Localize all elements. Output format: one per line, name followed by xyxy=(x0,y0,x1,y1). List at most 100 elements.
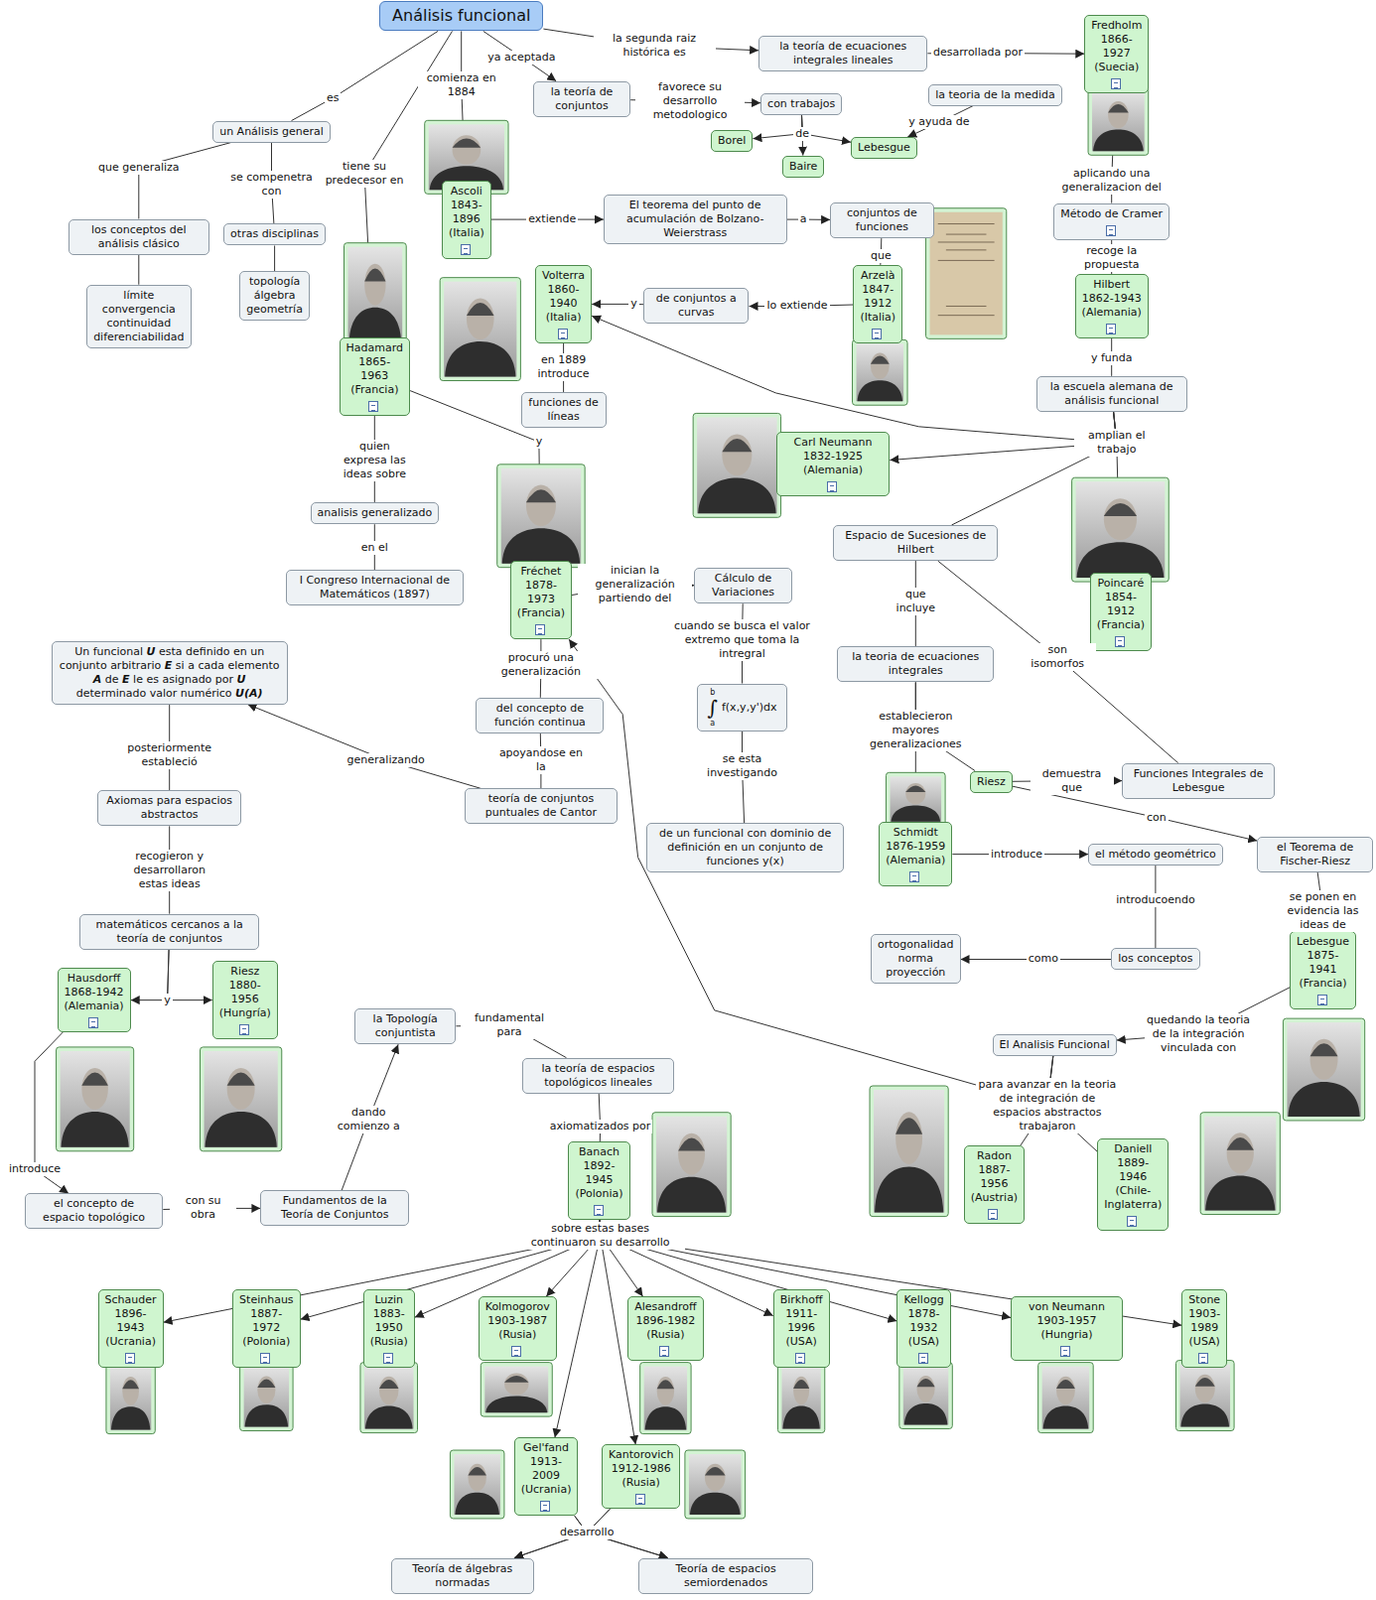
linking-phrase: lo extiende xyxy=(764,298,829,313)
photo-frame xyxy=(56,1047,135,1152)
portrait-photo xyxy=(652,1112,731,1218)
connector xyxy=(138,142,232,220)
node-text: funciones de líneas xyxy=(528,396,600,424)
node-text: El teorema del punto de acumulación de B… xyxy=(610,198,781,241)
photo-hair xyxy=(1310,1043,1339,1057)
photo-frame xyxy=(640,1363,691,1435)
portrait-photo xyxy=(106,1363,155,1435)
photo-hair xyxy=(526,489,556,503)
photo-ground xyxy=(244,1367,289,1428)
linking-phrase: favorece su desarrollo metodologico xyxy=(635,80,746,123)
person-box: Birkhoff 1911-1996 (USA) xyxy=(773,1289,830,1369)
concept-box: la teoria de la medida xyxy=(928,84,1063,107)
concept-box: I Congreso Internacional de Matemáticos … xyxy=(285,569,464,606)
concept-box: ortogonalidad norma proyección xyxy=(870,934,962,984)
photo-frame xyxy=(899,1363,953,1430)
concept-box: Teoría de álgebras normadas xyxy=(391,1558,535,1595)
node-text: Riesz 1880-1956 (Hungría) xyxy=(219,964,272,1021)
title-box: Análisis funcional xyxy=(379,0,544,31)
book-line xyxy=(938,314,995,316)
note-icon xyxy=(1126,1216,1137,1228)
concept-box: Fundamentos de la Teoría de Conjuntos xyxy=(260,1190,410,1227)
node-text: Gel'fand 1913-2009 (Ucrania) xyxy=(521,1441,572,1498)
linking-phrase: la segunda raiz histórica es xyxy=(593,31,716,60)
photo-ground xyxy=(1076,481,1166,578)
linking-phrase: desarrollo xyxy=(557,1525,616,1540)
node-text: Fredholm 1866-1927 (Suecia) xyxy=(1091,18,1142,75)
node-text: Alesandroff 1896-1982 (Rusia) xyxy=(634,1300,696,1343)
photo-face xyxy=(122,1376,139,1406)
photo-shoulders xyxy=(689,1493,741,1515)
portrait-photo xyxy=(449,1450,504,1519)
node-text: Análisis funcional xyxy=(392,5,531,26)
photo-frame xyxy=(885,772,946,826)
person-box: Arzelà 1847-1912 (Italia) xyxy=(852,265,903,344)
person-box: Schmidt 1876-1959 (Alemania) xyxy=(878,822,953,887)
photo-face xyxy=(1310,1039,1339,1081)
node-text: Cálculo de Variaciones xyxy=(700,571,785,600)
linking-phrase: tiene su predecesor en xyxy=(315,159,413,188)
book-page xyxy=(930,212,1003,336)
node-text: analisis generalizado xyxy=(317,506,433,521)
portrait-photo xyxy=(899,1363,953,1430)
portrait-photo xyxy=(497,464,585,568)
node-text: la teoria de ecuaciones integrales xyxy=(843,650,987,679)
node-text: Arzelà 1847-1912 (Italia) xyxy=(859,269,896,325)
linking-phrase: en 1889 introduce xyxy=(524,353,604,382)
photo-face xyxy=(1227,1132,1254,1174)
note-icon xyxy=(239,1024,250,1036)
photo-face xyxy=(793,1376,810,1405)
photo-face xyxy=(1056,1376,1076,1405)
note-icon xyxy=(635,1494,646,1506)
photo-ground xyxy=(688,1454,742,1515)
photo-hair xyxy=(1227,1137,1254,1151)
photo-hair xyxy=(793,1379,810,1389)
node-text: Hilbert 1862-1943 (Alemania) xyxy=(1082,277,1142,320)
node-text: el concepto de espacio topológico xyxy=(31,1197,156,1226)
photo-hair xyxy=(1103,503,1137,517)
photo-shoulders xyxy=(782,1406,820,1430)
node-text: Riesz xyxy=(976,775,1006,790)
photo-hair xyxy=(379,1379,400,1389)
concept-box: teoría de conjuntos puntuales de Cantor xyxy=(464,788,618,825)
linking-phrase: se ponen en evidencia las ideas de xyxy=(1273,890,1372,933)
photo-hair xyxy=(678,1137,705,1151)
portrait-photo xyxy=(685,1450,746,1519)
photo-face xyxy=(1107,101,1129,129)
linking-phrase: quedando la teoria de la integración vin… xyxy=(1144,1013,1253,1056)
linking-phrase: que incluye xyxy=(882,587,951,616)
node-text: la teoría de espacios topológicos lineal… xyxy=(529,1062,669,1091)
person-box: Radon 1887-1956 (Austria) xyxy=(963,1145,1025,1225)
photo-hair xyxy=(504,1376,529,1383)
note-icon xyxy=(909,871,920,883)
portrait-photo xyxy=(640,1363,691,1435)
person-box: Kantorovich 1912-1986 (Rusia) xyxy=(601,1444,681,1510)
node-text: Método de Cramer xyxy=(1060,207,1163,222)
photo-ground xyxy=(903,1367,949,1426)
node-text: otras disciplinas xyxy=(230,227,319,242)
node-text: con trabajos xyxy=(767,97,835,112)
photo-face xyxy=(364,264,386,306)
book-line xyxy=(938,223,995,225)
node-text: Borel xyxy=(717,134,746,148)
node-text: Hausdorff 1868-1942 (Alemania) xyxy=(64,971,125,1014)
linking-phrase: introduce xyxy=(6,1162,63,1177)
photo-frame xyxy=(480,1363,552,1417)
linking-phrase: quien expresa las ideas sobre xyxy=(338,439,413,482)
note-icon xyxy=(1317,994,1328,1006)
note-icon xyxy=(1060,1346,1071,1358)
photo-ground xyxy=(453,1454,500,1515)
portrait-photo xyxy=(692,412,781,518)
photo-shoulders xyxy=(502,528,580,563)
linking-phrase: y funda xyxy=(1089,351,1135,366)
photo-shoulders xyxy=(1287,1082,1360,1117)
book-line xyxy=(938,241,995,243)
connector xyxy=(248,704,482,790)
photo-hair xyxy=(704,1467,726,1477)
portrait-photo xyxy=(885,772,946,826)
person-box: von Neumann 1903-1957 (Hungria) xyxy=(1010,1296,1123,1362)
concept-box: El teorema del punto de acumulación de B… xyxy=(603,194,788,245)
concept-box: los conceptos del análisis clásico xyxy=(68,219,209,256)
linking-phrase: en el xyxy=(359,541,391,555)
note-icon xyxy=(593,1205,604,1217)
